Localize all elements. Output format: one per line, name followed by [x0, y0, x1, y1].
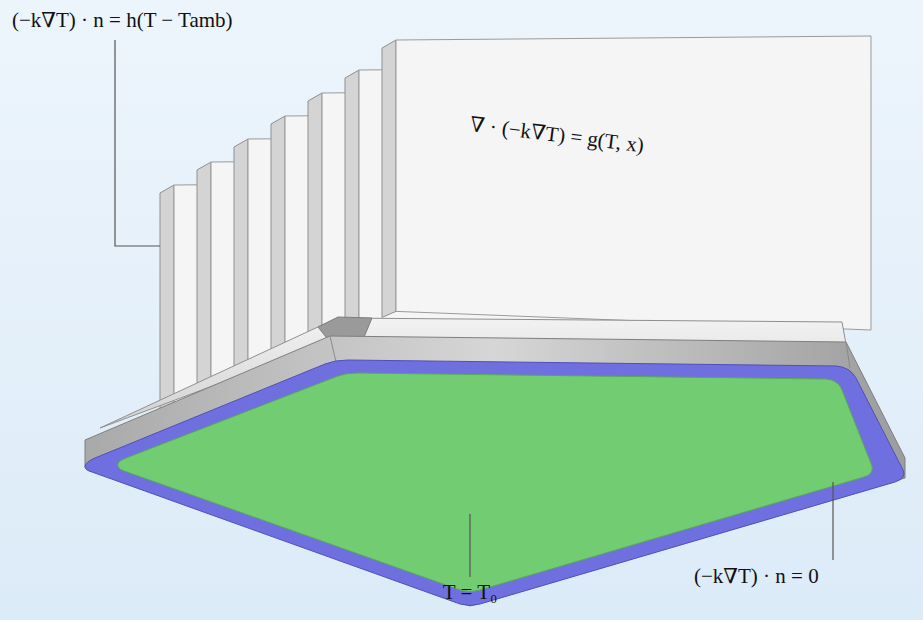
- leader-line: [469, 514, 470, 577]
- equation-label: (−k∇T) · n = 0: [694, 564, 819, 589]
- leader-line: [115, 40, 160, 246]
- leader-line: [832, 482, 833, 560]
- fin-edge: [160, 185, 174, 411]
- equation-label: T = T₀: [443, 580, 498, 605]
- fixed-temperature-face: [118, 373, 873, 592]
- fin-edge: [345, 70, 359, 333]
- fin-edge: [271, 116, 285, 364]
- insulated-rim: [85, 360, 904, 606]
- fin-edge: [197, 162, 211, 395]
- fin-face: [396, 36, 871, 330]
- fin-edge: [234, 139, 248, 380]
- base-plate: [85, 336, 905, 606]
- equation-label: (−k∇T) · n = h(T − Tamb): [12, 8, 233, 33]
- fin-edge: [308, 93, 322, 348]
- fin-edge: [382, 40, 396, 317]
